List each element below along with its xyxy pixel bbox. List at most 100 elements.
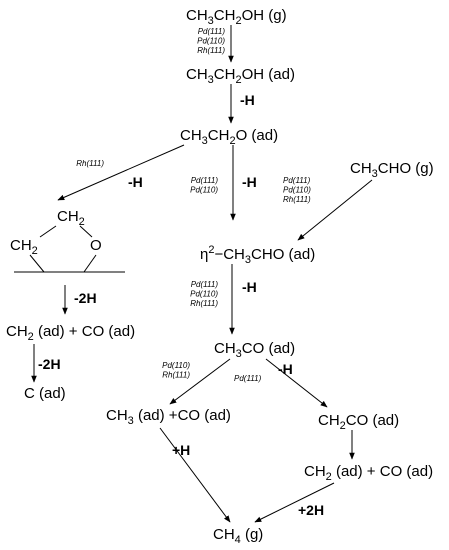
catalyst-label-c7: Pd(111) bbox=[234, 374, 262, 383]
arrow-ch3-to-methane bbox=[159, 427, 231, 523]
formula-part: 3 bbox=[208, 15, 214, 27]
formula-part: CHO (g) bbox=[378, 160, 434, 177]
species-acetyl-adsorbed: CH3CO (ad) bbox=[214, 340, 295, 360]
formula-part: 3 bbox=[208, 74, 214, 86]
catalyst-surface-label: Rh(111) bbox=[162, 371, 190, 380]
ring-bond-right-surface bbox=[83, 254, 97, 273]
arrow-acetyl-to-ketene bbox=[265, 358, 328, 408]
formula-part: CH bbox=[214, 66, 236, 83]
catalyst-label-c1: Pd(111)Pd(110)Rh(111) bbox=[197, 27, 225, 55]
species-methane-gas: CH4 (g) bbox=[213, 526, 263, 546]
formula-part: CH bbox=[214, 340, 236, 357]
step-label-s1: -H bbox=[240, 92, 255, 108]
formula-part: O (ad) bbox=[236, 127, 279, 144]
species-ch2-plus-co-right: CH2 (ad) + CO (ad) bbox=[304, 463, 433, 483]
step-label-s7: -H bbox=[278, 361, 293, 377]
species-eta2-acetaldehyde-adsorbed: η2−CH3CHO (ad) bbox=[200, 244, 315, 266]
formula-part: 2 bbox=[235, 15, 241, 27]
catalyst-surface-label: Pd(110) bbox=[283, 186, 311, 195]
catalyst-surface-label: Rh(111) bbox=[197, 46, 225, 55]
formula-part: 2 bbox=[32, 245, 38, 257]
formula-part: (ad) +CO (ad) bbox=[134, 407, 231, 424]
formula-part: CH bbox=[213, 526, 235, 543]
formula-part: 2 bbox=[28, 331, 34, 343]
formula-part: 2 bbox=[208, 244, 214, 256]
formula-part: 3 bbox=[128, 415, 134, 427]
species-ketene-adsorbed: CH2CO (ad) bbox=[318, 412, 399, 432]
ring-bond-top-right bbox=[79, 225, 93, 238]
arrow-ch2-to-methane bbox=[254, 482, 335, 523]
species-ch3-plus-co: CH3 (ad) +CO (ad) bbox=[106, 407, 231, 427]
species-ethoxy-adsorbed: CH3CH2O (ad) bbox=[180, 127, 278, 147]
formula-part: (g) bbox=[241, 526, 264, 543]
catalyst-surface-label: Pd(110) bbox=[197, 37, 225, 46]
formula-part: 2 bbox=[326, 471, 332, 483]
formula-part: CO (ad) bbox=[242, 340, 295, 357]
step-label-s3: -H bbox=[242, 174, 257, 190]
species-ethanol-adsorbed: CH3CH2OH (ad) bbox=[186, 66, 295, 86]
catalyst-label-c5: Pd(111)Pd(110)Rh(111) bbox=[190, 280, 218, 308]
formula-part: CH bbox=[304, 463, 326, 480]
catalyst-label-c4: Pd(111)Pd(110)Rh(111) bbox=[283, 176, 311, 204]
species-carbon-adsorbed: C (ad) bbox=[24, 385, 66, 402]
formula-part: CH bbox=[6, 323, 28, 340]
catalyst-surface-label: Pd(111) bbox=[198, 27, 226, 36]
species-ethanol-gas: CH3CH2OH (g) bbox=[186, 7, 287, 27]
catalyst-surface-label: Pd(111) bbox=[191, 176, 219, 185]
species-ch2-plus-co-left: CH2 (ad) + CO (ad) bbox=[6, 323, 135, 343]
formula-part: 3 bbox=[372, 168, 378, 180]
formula-part: CH bbox=[106, 407, 128, 424]
arrow-acetyl-to-ch3-co bbox=[169, 358, 231, 405]
formula-part: 4 bbox=[235, 534, 241, 546]
formula-part: O bbox=[90, 237, 102, 254]
step-label-s6: -2H bbox=[38, 356, 61, 372]
formula-part: CH bbox=[180, 127, 202, 144]
ring-ch2-left: CH2 bbox=[10, 237, 38, 257]
catalyst-surface-label: Pd(110) bbox=[162, 361, 190, 370]
formula-part: 2 bbox=[229, 135, 235, 147]
catalyst-surface-label: Pd(111) bbox=[191, 280, 219, 289]
catalyst-surface-label: Pd(111) bbox=[234, 374, 262, 383]
ring-oxygen: O bbox=[90, 237, 102, 254]
formula-part: CH bbox=[214, 7, 236, 24]
formula-part: CH bbox=[57, 208, 79, 225]
formula-part: 2 bbox=[235, 74, 241, 86]
species-acetaldehyde-gas: CH3CHO (g) bbox=[350, 160, 434, 180]
formula-part: 3 bbox=[236, 348, 242, 360]
formula-part: C (ad) bbox=[24, 385, 66, 402]
catalyst-surface-label: Pd(110) bbox=[190, 290, 218, 299]
catalyst-surface-label: Rh(111) bbox=[76, 159, 104, 168]
arrow-acetaldehyde-gas-to-eta2 bbox=[297, 179, 373, 241]
catalyst-label-c2: Rh(111) bbox=[76, 159, 104, 168]
catalyst-surface-label: Pd(110) bbox=[190, 186, 218, 195]
catalyst-surface-label: Rh(111) bbox=[283, 195, 311, 204]
step-label-s2: -H bbox=[128, 174, 143, 190]
formula-part: CH bbox=[186, 7, 208, 24]
formula-part: CO (ad) bbox=[346, 412, 399, 429]
formula-part: η bbox=[200, 246, 208, 263]
formula-part: OH (g) bbox=[242, 7, 287, 24]
catalyst-surface-label: Rh(111) bbox=[190, 299, 218, 308]
formula-part: CH bbox=[208, 127, 230, 144]
step-label-s5: -2H bbox=[74, 290, 97, 306]
formula-part: 2 bbox=[79, 216, 85, 228]
catalyst-label-c6: Pd(110)Rh(111) bbox=[162, 361, 190, 380]
formula-part: CH bbox=[350, 160, 372, 177]
ring-bond-top-left bbox=[39, 225, 57, 238]
formula-part: (ad) + CO (ad) bbox=[332, 463, 433, 480]
formula-part: CH bbox=[10, 237, 32, 254]
formula-part: CH bbox=[186, 66, 208, 83]
formula-part: 2 bbox=[340, 420, 346, 432]
formula-part: (ad) + CO (ad) bbox=[34, 323, 135, 340]
formula-part: 3 bbox=[202, 135, 208, 147]
formula-part: CHO (ad) bbox=[251, 246, 315, 263]
formula-part: 3 bbox=[245, 254, 251, 266]
ring-bond-left-surface bbox=[29, 254, 45, 273]
formula-part: CH bbox=[318, 412, 340, 429]
catalyst-label-c3: Pd(111)Pd(110) bbox=[190, 176, 218, 195]
catalyst-surface-label: Pd(111) bbox=[283, 176, 311, 185]
step-label-s9: +2H bbox=[298, 502, 324, 518]
step-label-s8: +H bbox=[172, 442, 190, 458]
formula-part: OH (ad) bbox=[242, 66, 295, 83]
